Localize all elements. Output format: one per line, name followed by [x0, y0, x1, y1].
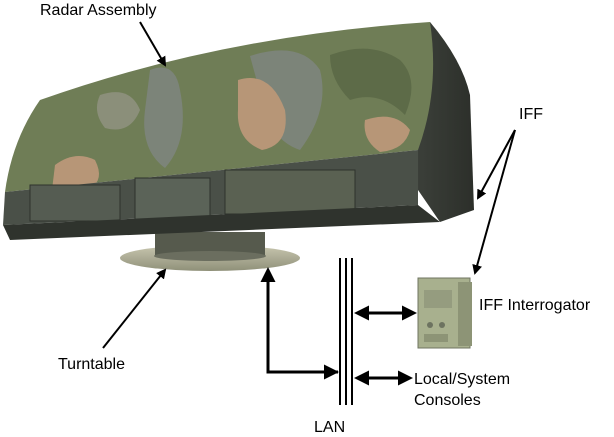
turntable-image: [120, 232, 300, 271]
lan-label: LAN: [314, 419, 346, 436]
lan-bus: [339, 258, 353, 405]
iff-arrow-lower: [472, 129, 516, 275]
iff-interrogator-image: [417, 277, 472, 349]
iff-arrow-upper: [477, 129, 516, 200]
consoles-label: Consoles: [414, 392, 481, 409]
radar-assembly-arrow: [139, 21, 167, 67]
arrows: [102, 21, 516, 386]
radar-lan-connector: [260, 267, 338, 374]
turntable-label: Turntable: [58, 356, 125, 373]
radar-assembly-image: [3, 22, 474, 240]
local-system-label: Local/System: [414, 371, 511, 388]
iff-interrogator-label: IFF Interrogator: [479, 297, 591, 314]
radar-assembly-label: Radar Assembly: [40, 2, 157, 19]
turntable-arrow: [102, 268, 167, 349]
iff-label: IFF: [519, 106, 543, 123]
